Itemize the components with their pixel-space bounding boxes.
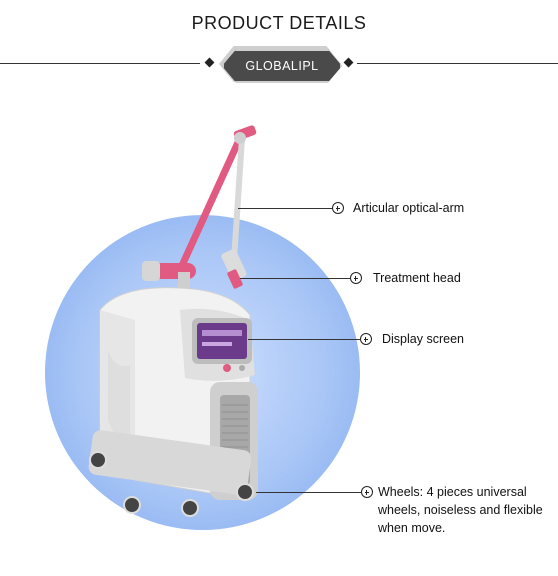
plus-circle-icon	[361, 486, 373, 498]
callout-label-wheels-line-3: when move.	[378, 521, 446, 535]
header-rule-right	[357, 63, 558, 64]
page-title: PRODUCT DETAILS	[191, 13, 367, 33]
callout-label-wheels-line-2: wheels, noiseless and flexible	[378, 503, 543, 517]
laser-machine-illustration	[88, 125, 258, 517]
callout-label-treatment-head: Treatment head	[373, 271, 461, 285]
leader-line-optical-arm	[238, 208, 333, 209]
machine-body	[88, 287, 258, 501]
brand-badge: GLOBALIPL	[222, 49, 342, 83]
header-rule-left	[0, 63, 200, 64]
wheels	[89, 451, 254, 517]
optical-arm	[142, 125, 257, 302]
diamond-left-icon	[204, 57, 215, 68]
callout-label-wheels-line-1: Wheels: 4 pieces universal	[378, 485, 527, 499]
callout-label-wheels: Wheels: 4 pieces universal wheels, noise…	[378, 483, 543, 537]
leader-line-display-screen	[248, 339, 360, 340]
plus-circle-icon	[350, 272, 362, 284]
callout-label-optical-arm: Articular optical-arm	[353, 201, 465, 215]
callout-label-display-screen: Display screen	[382, 332, 464, 346]
plus-circle-icon	[332, 202, 344, 214]
diamond-right-icon	[343, 57, 354, 68]
leader-line-wheels	[256, 492, 361, 493]
leader-line-treatment-head	[240, 278, 350, 279]
plus-circle-icon	[360, 333, 372, 345]
